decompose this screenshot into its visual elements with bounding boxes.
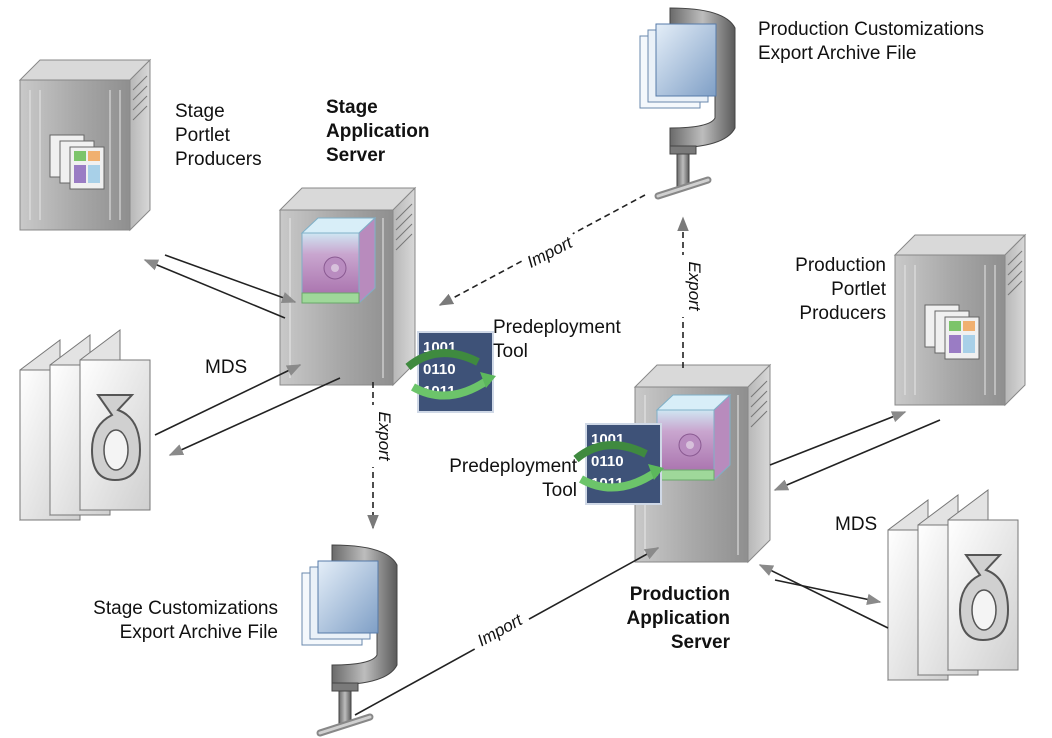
arrow-prod-server-to-mds (774, 579, 882, 605)
mds-stage-documents (19, 329, 151, 521)
edge-label-export-left: Export (375, 411, 394, 461)
label-mds-stage: MDS (205, 357, 248, 378)
label-stage-application-server: Stage Application Server (326, 97, 430, 166)
production-customizations-archive-icon (640, 8, 735, 196)
mds-production-documents (887, 489, 1019, 681)
arrow-stage-server-to-producers (143, 259, 286, 319)
label-predeployment-tool-production: Predeployment Tool (449, 456, 577, 501)
arrow-stage-server-to-mds (168, 377, 341, 456)
predeployment-tool-stage (408, 332, 496, 412)
label-mds-production: MDS (835, 514, 878, 535)
arrow-mds-to-prod-server (758, 564, 889, 629)
arrow-prod-server-to-producers (769, 411, 907, 466)
edge-label-export-right: Export (685, 261, 704, 311)
label-stage-customizations: Stage Customizations Export Archive File (93, 598, 278, 643)
label-predeployment-tool-stage: Predeployment Tool (493, 317, 621, 362)
arrow-import-to-stage (438, 194, 646, 306)
arrow-producers-to-prod-server (773, 419, 941, 491)
stage-portlet-producers-server (19, 59, 151, 231)
label-production-customizations: Production Customizations Export Archive… (758, 19, 984, 64)
label-production-application-server: Production Application Server (626, 584, 730, 653)
arrow-mds-to-stage-server (154, 364, 302, 436)
stage-customizations-archive-icon (302, 545, 397, 733)
production-portlet-producers-server (894, 234, 1026, 406)
label-stage-portlet-producers: Stage Portlet Producers (175, 101, 262, 170)
arrow-producers-to-stage-server (164, 254, 297, 304)
stage-application-server (279, 187, 416, 386)
label-production-portlet-producers: Production Portlet Producers (795, 255, 886, 324)
predeployment-tool-production (576, 424, 664, 504)
